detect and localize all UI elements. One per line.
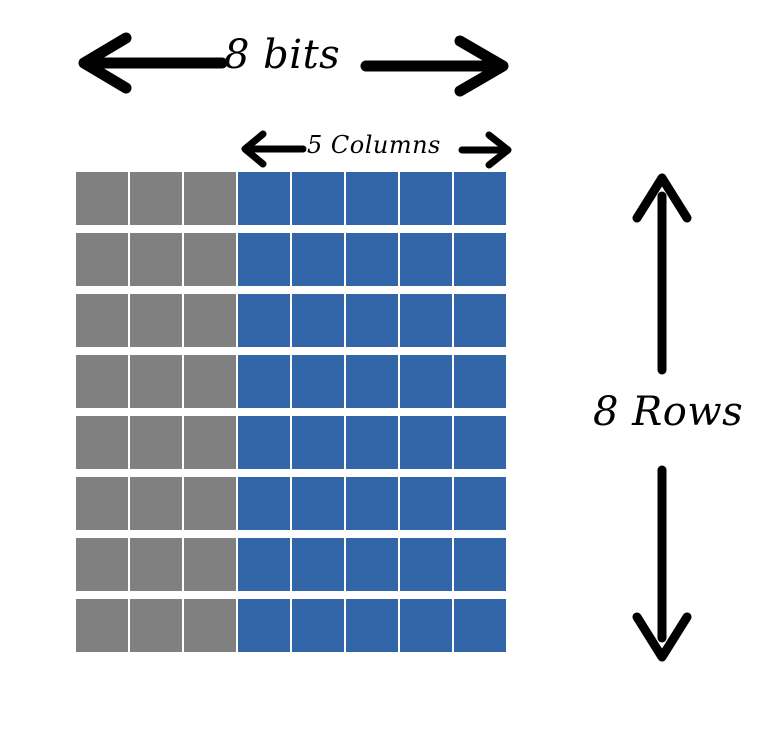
- grid-cell-blue: [454, 172, 506, 225]
- grid-cell-blue: [292, 355, 344, 408]
- grid-cell-blue: [454, 599, 506, 652]
- bits-arrow-left: [78, 32, 228, 94]
- grid-cell-gray: [184, 294, 236, 347]
- columns-arrow-left: [241, 130, 307, 168]
- grid-cell-blue: [454, 538, 506, 591]
- grid-cell-gray: [130, 477, 182, 530]
- grid-cell-gray: [184, 355, 236, 408]
- grid-cell-gray: [184, 538, 236, 591]
- grid-cell-blue: [346, 538, 398, 591]
- grid-cell-blue: [346, 416, 398, 469]
- grid-cell-blue: [346, 294, 398, 347]
- grid-cell-gray: [76, 538, 128, 591]
- rows-label: 8 Rows: [593, 389, 744, 435]
- grid-cell-blue: [292, 599, 344, 652]
- grid-cell-blue: [400, 538, 452, 591]
- grid-cell-blue: [238, 233, 290, 286]
- rows-arrow-down: [632, 465, 692, 662]
- grid-cell-blue: [292, 294, 344, 347]
- columns-arrow-right: [458, 131, 512, 169]
- grid-cell-blue: [346, 599, 398, 652]
- grid-cell-blue: [292, 233, 344, 286]
- rows-arrow-up: [632, 173, 692, 375]
- grid-cell-gray: [184, 416, 236, 469]
- grid-cell-gray: [130, 599, 182, 652]
- grid-cell-blue: [400, 599, 452, 652]
- grid-cell-gray: [184, 477, 236, 530]
- grid-cell-blue: [454, 294, 506, 347]
- grid-cell-blue: [238, 599, 290, 652]
- bits-label: 8 bits: [224, 32, 341, 78]
- grid-cell-blue: [454, 477, 506, 530]
- grid-cell-blue: [400, 355, 452, 408]
- columns-label: 5 Columns: [307, 131, 441, 159]
- grid-cell-gray: [76, 294, 128, 347]
- grid-cell-blue: [238, 477, 290, 530]
- grid-cell-gray: [76, 477, 128, 530]
- grid-cell-blue: [238, 294, 290, 347]
- grid-cell-blue: [346, 355, 398, 408]
- grid-cell-gray: [184, 233, 236, 286]
- grid-cell-blue: [400, 233, 452, 286]
- grid-cell-blue: [454, 416, 506, 469]
- grid-cell-blue: [292, 416, 344, 469]
- grid-cell-blue: [292, 172, 344, 225]
- grid-cell-gray: [76, 233, 128, 286]
- grid-cell-blue: [238, 416, 290, 469]
- grid-cell-blue: [238, 538, 290, 591]
- grid-cell-blue: [346, 172, 398, 225]
- grid-cell-blue: [238, 355, 290, 408]
- grid-cell-gray: [130, 233, 182, 286]
- grid-cell-blue: [400, 416, 452, 469]
- grid-cell-gray: [130, 355, 182, 408]
- grid-cell-gray: [184, 599, 236, 652]
- grid-cell-gray: [76, 172, 128, 225]
- grid-cell-blue: [400, 477, 452, 530]
- grid-cell-gray: [76, 599, 128, 652]
- grid-cell-gray: [130, 294, 182, 347]
- grid-cell-blue: [400, 172, 452, 225]
- grid-cell-gray: [130, 172, 182, 225]
- grid-cell-blue: [454, 233, 506, 286]
- grid-cell-gray: [76, 355, 128, 408]
- grid-cell-gray: [130, 538, 182, 591]
- grid-cell-blue: [292, 477, 344, 530]
- grid-cell-gray: [130, 416, 182, 469]
- grid-cell-blue: [400, 294, 452, 347]
- grid-cell-blue: [454, 355, 506, 408]
- grid-cell-blue: [292, 538, 344, 591]
- grid-cell-gray: [76, 416, 128, 469]
- grid-cell-blue: [346, 477, 398, 530]
- grid-cell-blue: [238, 172, 290, 225]
- grid-cell-blue: [346, 233, 398, 286]
- grid-cell-gray: [184, 172, 236, 225]
- bitmap-grid: [76, 172, 508, 660]
- bits-arrow-right: [360, 35, 509, 97]
